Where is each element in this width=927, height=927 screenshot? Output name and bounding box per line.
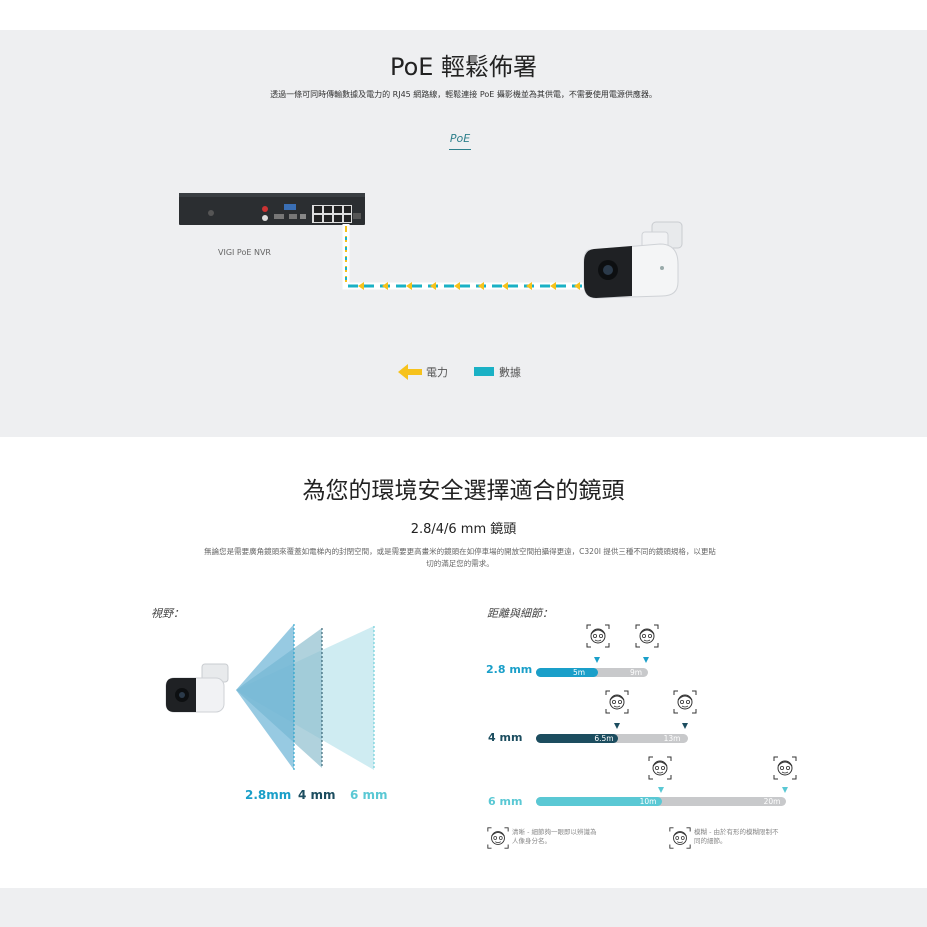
fov-label: 視野： <box>151 607 184 620</box>
note-clear: 清晰 - 細節夠一眼即以辨識為 人像身分名。 <box>512 828 596 846</box>
row-2-8mm-label: 2.8 mm <box>486 663 533 676</box>
fov-camera-icon <box>165 663 229 713</box>
poe-subtitle: 透過一條可同時傳輸數據及電力的 RJ45 網路線，輕鬆連接 PoE 攝影機並為其… <box>270 90 657 99</box>
distance-chart <box>586 624 797 793</box>
row-2-8mm-far: 9m <box>629 668 643 677</box>
row-4mm-far: 13m <box>663 734 681 743</box>
lens-heading: 2.8/4/6 mm 鏡頭 <box>410 522 517 537</box>
lens-title: 為您的環境安全選擇適合的鏡頭 <box>302 478 625 504</box>
fov-label-2-8mm: 2.8mm <box>245 788 292 802</box>
marker-far <box>643 657 649 663</box>
top-spacer <box>0 0 927 30</box>
blurry-face-icon <box>669 827 691 849</box>
lens-description: 無論您是需要廣角鏡頭來覆蓋如電梯內的封閉空間，或是需要更高畫米的鏡頭在如停車場的… <box>110 546 810 570</box>
bottom-section <box>0 888 927 927</box>
lens-section <box>0 437 927 888</box>
row-6mm-far: 20m <box>763 797 781 806</box>
note-clear-line1: 清晰 - 細節夠一眼即以辨識為 <box>512 828 597 836</box>
tab-poe[interactable]: PoE <box>449 132 471 145</box>
row-4mm-near: 6.5m <box>594 734 614 743</box>
row-6mm-near: 10m <box>639 797 657 806</box>
poe-title: PoE 輕鬆佈署 <box>389 53 538 81</box>
nvr-device <box>179 193 365 227</box>
fov-2-8mm <box>236 624 294 770</box>
lens-description-line2: 切的滿足您的需求。 <box>426 559 494 568</box>
bullet-camera-image <box>582 218 686 300</box>
data-legend-label: 數據 <box>499 366 521 379</box>
row-4mm-label: 4 mm <box>488 731 523 744</box>
fov-label-4mm: 4 mm <box>298 788 336 802</box>
lens-description-line1: 無論您是需要廣角鏡頭來覆蓋如電梯內的封閉空間，或是需要更高畫米的鏡頭在如停車場的… <box>204 547 716 556</box>
fov-label-6mm: 6 mm <box>350 788 388 802</box>
poe-cable <box>330 222 600 296</box>
data-legend-swatch <box>474 367 494 376</box>
power-arrow-icon <box>398 364 424 380</box>
marker-near <box>594 657 600 663</box>
row-2-8mm-faces <box>586 624 659 648</box>
note-blurry: 模糊 - 由於有形的模糊限制不 同的細節。 <box>694 828 778 846</box>
row-6mm-label: 6 mm <box>488 795 523 808</box>
tab-poe-underline <box>449 149 471 150</box>
note-blurry-line2: 同的細節。 <box>694 837 727 845</box>
nvr-label: VIGI PoE NVR <box>218 248 271 257</box>
row-6mm-bar <box>536 797 662 806</box>
note-clear-line2: 人像身分名。 <box>512 837 551 845</box>
poe-section <box>0 30 927 437</box>
clear-face-icon <box>487 827 509 849</box>
row-2-8mm-bar <box>536 668 598 677</box>
note-blurry-line1: 模糊 - 由於有形的模糊限制不 <box>694 828 779 836</box>
row-2-8mm-near: 5m <box>572 668 586 677</box>
row-4mm-bar <box>536 734 618 743</box>
row-4mm-faces <box>605 690 697 714</box>
row-6mm-faces <box>648 756 797 780</box>
fov-diagram <box>160 620 400 780</box>
power-legend-label: 電力 <box>426 366 448 379</box>
distance-label: 距離與細節： <box>487 607 553 620</box>
